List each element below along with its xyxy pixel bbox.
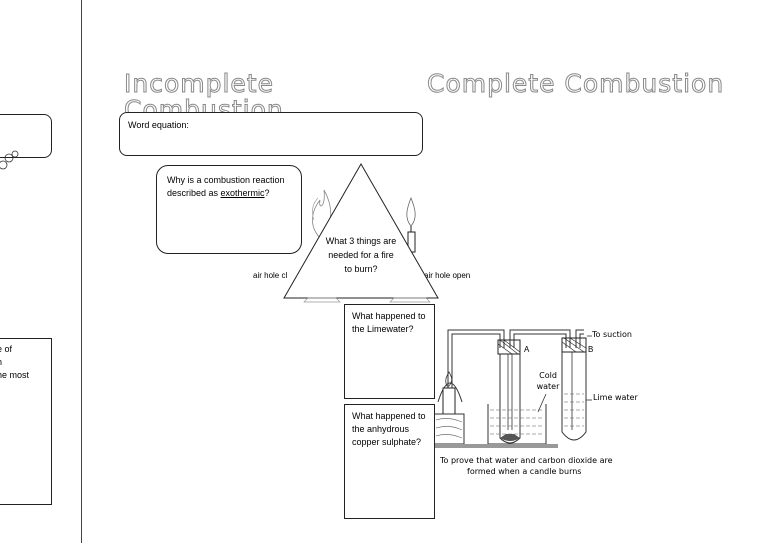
exothermic-question-mark: ? [264, 188, 270, 198]
lime-water-label: Lime water [593, 393, 638, 402]
left-partial-box-bottom: e of n he most [0, 338, 52, 505]
combustion-apparatus-diagram [433, 329, 592, 448]
fire-triangle-shape [283, 162, 439, 299]
label-a: A [524, 345, 530, 354]
left-partial-box-top [0, 114, 52, 158]
apparatus-caption-line2: formed when a candle burns [467, 467, 582, 475]
left-fragment-line1: e of [0, 344, 13, 354]
limewater-question-text: What happened to the Limewater? [352, 311, 426, 334]
word-equation-box: Word equation: [119, 112, 423, 156]
fire-triangle-question: What 3 things are needed for a fire to b… [325, 236, 397, 274]
complete-combustion-title: Complete Combustion [426, 69, 725, 98]
exothermic-question-box: Why is a combustion reaction described a… [156, 165, 302, 254]
exothermic-underlined-word: exothermic [220, 188, 265, 198]
bunsen-bases [303, 297, 431, 303]
bubbles-icon [0, 150, 19, 170]
copper-sulphate-question-text: What happened to the anhydrous copper su… [352, 411, 426, 447]
incomplete-combustion-title-line2: Combustion [124, 96, 284, 112]
label-b: B [588, 345, 594, 354]
left-fragment-line2: n [0, 356, 45, 369]
left-fragment-line3: he most [0, 370, 30, 380]
page-divider [81, 0, 82, 543]
incomplete-combustion-title: Incomplete [124, 69, 274, 98]
apparatus-caption-line1: To prove that water and carbon dioxide a… [440, 456, 613, 465]
to-suction-label: To suction [592, 330, 632, 339]
exothermic-question-text: Why is a combustion reaction described a… [167, 175, 285, 198]
cold-water-label: Cold water [536, 371, 560, 391]
limewater-question-box: What happened to the Limewater? [344, 304, 435, 399]
air-hole-closed-label: air hole cl [253, 271, 288, 280]
copper-sulphate-question-box: What happened to the anhydrous copper su… [344, 404, 435, 519]
word-equation-label: Word equation: [128, 120, 189, 130]
air-hole-open-label: air hole open [424, 271, 471, 280]
